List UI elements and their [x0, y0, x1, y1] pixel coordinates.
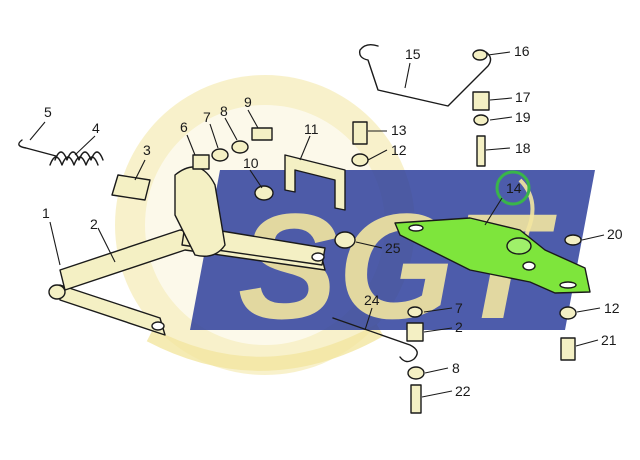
part-8-nut — [231, 140, 249, 154]
part-1-pivot — [48, 284, 66, 300]
parts-assembly — [18, 43, 591, 414]
callout-18: 18 — [515, 140, 531, 156]
watermark-blue-band — [190, 170, 595, 330]
part-18-bolt — [476, 135, 486, 167]
callout-22: 22 — [455, 383, 471, 399]
part-17-bushing — [472, 91, 490, 111]
callout-24: 24 — [364, 292, 380, 308]
callout-12-upper: 12 — [391, 142, 407, 158]
callout-7-upper: 7 — [203, 109, 211, 125]
callout-3: 3 — [143, 142, 151, 158]
callout-leaders — [29, 51, 605, 398]
part-22-bolt — [410, 384, 422, 414]
part-14-hole — [522, 261, 536, 271]
callout-2-lower: 2 — [455, 319, 463, 335]
callout-9: 9 — [244, 94, 252, 110]
part-2-hole — [151, 321, 165, 331]
part-main-bar-hole — [311, 252, 325, 262]
callout-4: 4 — [92, 120, 100, 136]
callout-10: 10 — [243, 155, 259, 171]
callout-5: 5 — [44, 104, 52, 120]
part-11-bracket — [284, 154, 346, 211]
callout-7-lower: 7 — [455, 300, 463, 316]
part-cam-plate — [174, 166, 226, 257]
part-8-nut-lower — [407, 366, 425, 380]
part-14-slot-2 — [559, 281, 577, 289]
callout-20: 20 — [607, 226, 623, 242]
callout-15: 15 — [405, 46, 421, 62]
callout-17: 17 — [515, 89, 531, 105]
callout-13: 13 — [391, 122, 407, 138]
part-7-washer-lower — [407, 306, 423, 318]
callout-6: 6 — [180, 119, 188, 135]
part-2-bushing-lower — [406, 322, 424, 342]
part-14-plate-highlighted — [394, 217, 591, 294]
part-7-washer — [211, 148, 229, 162]
part-13-bolt — [352, 121, 368, 145]
part-10-washer — [254, 185, 274, 201]
callout-1: 1 — [42, 205, 50, 221]
part-21-bolt — [560, 337, 576, 361]
part-24-rod — [332, 317, 418, 363]
callout-8-lower: 8 — [452, 360, 460, 376]
callout-11: 11 — [304, 121, 319, 137]
callout-14: 14 — [506, 180, 522, 196]
part-5-pin — [18, 139, 57, 157]
callout-12-right: 12 — [604, 300, 620, 316]
part-16-washer — [472, 49, 488, 61]
callout-labels: 1 2 2 3 4 5 6 7 7 8 8 9 10 11 12 12 13 1… — [42, 43, 623, 399]
part-14-boss — [506, 237, 532, 255]
part-12-nut-right — [559, 306, 577, 320]
callout-16: 16 — [514, 43, 530, 59]
part-3-block — [111, 174, 151, 201]
part-9-bolt — [251, 127, 273, 141]
part-4-spring — [49, 151, 104, 166]
callout-2-upper: 2 — [90, 216, 98, 232]
callout-14-highlight-ring — [495, 170, 531, 206]
watermark-laurel — [146, 323, 384, 371]
callout-8-upper: 8 — [220, 103, 228, 119]
callout-25: 25 — [385, 240, 401, 256]
part-14-slot — [408, 224, 424, 232]
part-12-nut-upper — [351, 153, 369, 167]
part-15-wire-rod — [358, 43, 492, 107]
part-25-bushing — [334, 231, 356, 249]
part-19-washer — [473, 114, 489, 126]
callout-21: 21 — [601, 332, 617, 348]
callout-19: 19 — [515, 109, 531, 125]
part-6-bushing — [192, 154, 210, 170]
part-20-washer — [564, 234, 582, 246]
